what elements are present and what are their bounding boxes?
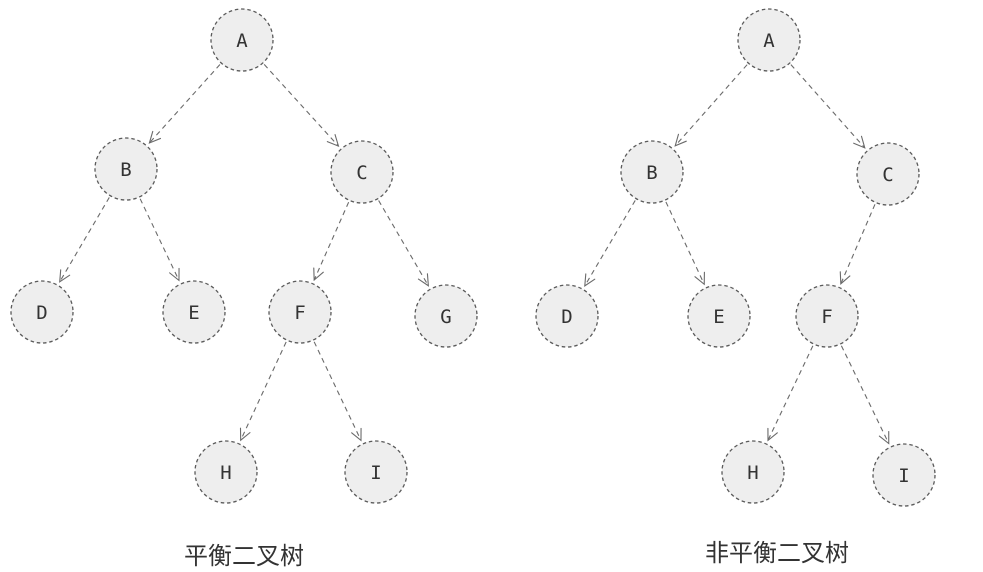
tree-node-b: B: [94, 137, 158, 201]
node-label: A: [236, 30, 248, 52]
arrow-head-icon: [839, 271, 851, 286]
node-label: D: [561, 306, 572, 328]
edge-F-I: [313, 341, 362, 442]
arrow-head-icon: [313, 267, 324, 282]
edge-A-C: [263, 64, 340, 148]
tree-node-c: C: [330, 140, 394, 204]
arrow-head-icon: [417, 273, 430, 287]
arrow-head-icon: [326, 134, 340, 148]
unbalanced-binary-tree: A B C D E F H I 非平衡二叉树: [535, 8, 936, 567]
edge-F-H: [767, 345, 814, 442]
tree-edges: [59, 64, 430, 442]
edge-A-B: [148, 64, 221, 144]
tree-node-h: H: [721, 440, 785, 504]
edge-F-H: [239, 341, 287, 442]
tree-node-e: E: [687, 284, 751, 348]
arrow-head-icon: [674, 133, 687, 147]
arrow-head-icon: [148, 130, 162, 144]
node-label: E: [713, 306, 724, 328]
node-label: H: [220, 462, 231, 484]
tree-node-g: G: [414, 284, 478, 348]
edge-A-B: [674, 64, 748, 147]
node-label: I: [898, 465, 909, 487]
edge-A-C: [790, 64, 866, 149]
node-label: B: [120, 159, 131, 181]
node-label: F: [821, 306, 832, 328]
arrow-head-icon: [584, 273, 596, 287]
node-label: C: [882, 164, 893, 186]
node-label: D: [36, 302, 47, 324]
balanced-binary-tree: A B C D E F G H I 平衡二叉树: [10, 8, 478, 570]
node-label: C: [356, 162, 367, 184]
arrow-head-icon: [694, 271, 705, 286]
tree-caption-balanced: 平衡二叉树: [184, 542, 304, 570]
arrow-head-icon: [169, 267, 180, 282]
tree-node-f: F: [268, 280, 332, 344]
edge-C-F: [839, 204, 876, 286]
node-label: B: [646, 162, 657, 184]
tree-node-i: I: [344, 440, 408, 504]
tree-node-e: E: [162, 280, 226, 344]
edge-B-E: [139, 198, 180, 282]
arrow-head-icon: [239, 427, 251, 442]
node-label: F: [294, 302, 305, 324]
node-label: I: [370, 462, 381, 484]
tree-node-a: A: [210, 8, 274, 72]
tree-edges: [584, 64, 890, 445]
tree-nodes: A B C D E F H I: [535, 8, 936, 507]
tree-node-a: A: [737, 8, 801, 72]
node-label: G: [440, 306, 451, 328]
tree-node-b: B: [620, 140, 684, 204]
edge-B-D: [59, 197, 110, 283]
tree-node-c: C: [856, 142, 920, 206]
node-label: E: [188, 302, 199, 324]
arrow-head-icon: [59, 269, 71, 283]
edge-C-F: [313, 201, 350, 282]
tree-node-h: H: [194, 440, 258, 504]
edge-B-E: [665, 201, 705, 286]
arrow-head-icon: [878, 430, 890, 445]
edge-B-D: [584, 200, 636, 287]
node-label: H: [747, 462, 758, 484]
tree-node-i: I: [872, 443, 936, 507]
tree-caption-unbalanced: 非平衡二叉树: [705, 539, 849, 567]
node-label: A: [763, 30, 775, 52]
edge-C-G: [378, 200, 430, 287]
tree-node-d: D: [10, 280, 74, 344]
arrow-head-icon: [767, 427, 778, 442]
tree-node-d: D: [535, 284, 599, 348]
arrow-head-icon: [853, 135, 866, 149]
tree-nodes: A B C D E F G H I: [10, 8, 478, 504]
edge-F-I: [840, 345, 890, 445]
arrow-head-icon: [351, 427, 362, 442]
tree-node-f: F: [795, 284, 859, 348]
